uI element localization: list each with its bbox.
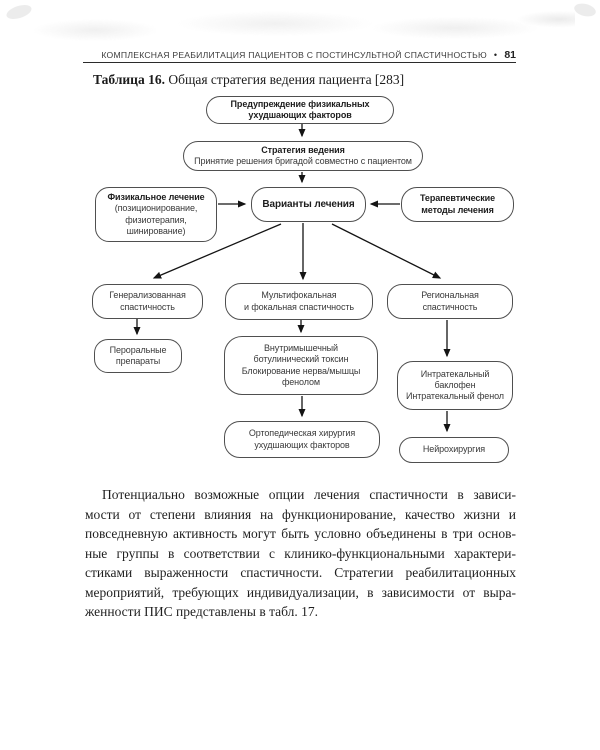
flow-box-oral-drugs: Пероральные препараты: [94, 339, 182, 373]
flow-arrows: [133, 122, 451, 433]
flow-box-orthopedic-surgery: Ортопедическая хирургия ухудшающих факто…: [224, 421, 380, 458]
flow-box-intrathecal: Интратекальный баклофен Интратекальный ф…: [397, 361, 513, 410]
flow-box-multifocal-line2: и фокальная спастичность: [244, 301, 354, 312]
running-head-bullet: •: [493, 50, 498, 60]
flow-box-physical-line1: (позиционирование,: [114, 203, 198, 214]
flow-box-treatment-options-label: Варианты лечения: [262, 198, 355, 210]
flow-box-regional-spasticity: Региональная спастичность: [387, 284, 513, 319]
table-caption-label: Таблица 16.: [93, 72, 165, 87]
running-head: КОМПЛЕКСНАЯ РЕАБИЛИТАЦИЯ ПАЦИЕНТОВ С ПОС…: [83, 49, 516, 61]
flow-box-therapeutic: Терапевтические методы лечения: [401, 187, 514, 222]
body-paragraph-line: стиками выраженности спастичности. Страт…: [85, 565, 516, 580]
flowchart: Предупреждение физикальных ухудшающих фа…: [92, 96, 514, 463]
flow-box-physical-line3: шинирование): [126, 225, 186, 236]
flow-box-therapeutic-line1: Терапевтические: [419, 193, 495, 204]
page-number: 81: [504, 49, 516, 61]
body-paragraph-line: повседневную активность могут быть услов…: [85, 526, 516, 541]
flow-box-neurosurgery-label: Нейрохирургия: [422, 444, 486, 455]
flow-box-botulinum: Внутримышечный ботулинический токсин Бло…: [224, 336, 378, 395]
header-rule: [83, 62, 516, 63]
body-paragraph: Потенциально возможные опции лечения спа…: [85, 485, 516, 622]
flow-box-intrathecal-line3: Интратекальный фенол: [406, 391, 504, 402]
flow-box-prevention-line2: ухудшающих факторов: [248, 110, 352, 120]
flow-box-generalized-line1: Генерализованная: [109, 290, 186, 301]
flow-box-botulinum-line3: Блокирование нерва/мышцы: [241, 365, 361, 376]
flow-box-multifocal-line1: Мультифокальная: [261, 290, 337, 301]
flow-box-prevention-line1: Предупреждение физикальных: [230, 98, 370, 109]
flow-box-strategy-subtitle: Принятие решения бригадой совместно с па…: [194, 156, 412, 166]
flow-box-generalized-spasticity: Генерализованная спастичность: [92, 284, 203, 319]
flow-box-orthopedic-line1: Ортопедическая хирургия: [248, 428, 356, 439]
table-caption-text: Общая стратегия ведения пациента [283]: [164, 72, 405, 87]
flow-box-physical-treatment: Физикальное лечение (позиционирование, ф…: [95, 187, 217, 242]
flow-box-orthopedic-line2: ухудшающих факторов: [254, 439, 350, 450]
flow-box-prevention: Предупреждение физикальных ухудшающих фа…: [206, 96, 394, 124]
flow-box-strategy-title: Стратегия ведения: [261, 144, 345, 155]
flow-box-intrathecal-line2: баклофен: [434, 379, 476, 390]
running-head-text: КОМПЛЕКСНАЯ РЕАБИЛИТАЦИЯ ПАЦИЕНТОВ С ПОС…: [101, 50, 487, 60]
body-paragraph-line: мости от степени влияния на функциониров…: [85, 506, 516, 522]
flow-box-intrathecal-line1: Интратекальный: [420, 368, 490, 379]
flow-box-neurosurgery: Нейрохирургия: [399, 437, 509, 463]
flow-box-regional-line2: спастичность: [422, 301, 478, 312]
flow-box-generalized-line2: спастичность: [120, 301, 175, 312]
flow-box-strategy: Стратегия ведения Принятие решения брига…: [183, 141, 423, 171]
body-paragraph-line: Потенциально возможные опции лечения спа…: [102, 487, 516, 502]
flow-box-botulinum-line4: фенолом: [281, 376, 321, 387]
flow-box-botulinum-line2: ботулинический токсин: [253, 354, 349, 365]
flow-box-botulinum-line1: Внутримышечный: [264, 342, 338, 353]
flow-box-regional-line1: Региональная: [421, 290, 479, 301]
table-caption: Таблица 16. Общая стратегия ведения паци…: [93, 72, 523, 88]
flow-box-physical-title: Физикальное лечение: [107, 191, 205, 202]
flow-box-treatment-options: Варианты лечения: [251, 187, 366, 222]
flow-box-physical-line2: физиотерапия,: [125, 214, 187, 225]
body-paragraph-line: женности ПИС представлены в табл. 17.: [85, 604, 319, 619]
flow-box-multifocal-spasticity: Мультифокальная и фокальная спастичность: [225, 283, 373, 320]
body-paragraph-line: ные группы в соответствии с клинико-функ…: [85, 545, 516, 561]
flow-box-oral-line2: препараты: [115, 356, 161, 366]
body-paragraph-line: мероприятий, требующих индивидуализации,…: [85, 584, 516, 600]
flow-box-therapeutic-line2: методы лечения: [421, 204, 494, 215]
flow-box-oral-line1: Пероральные: [109, 344, 167, 355]
